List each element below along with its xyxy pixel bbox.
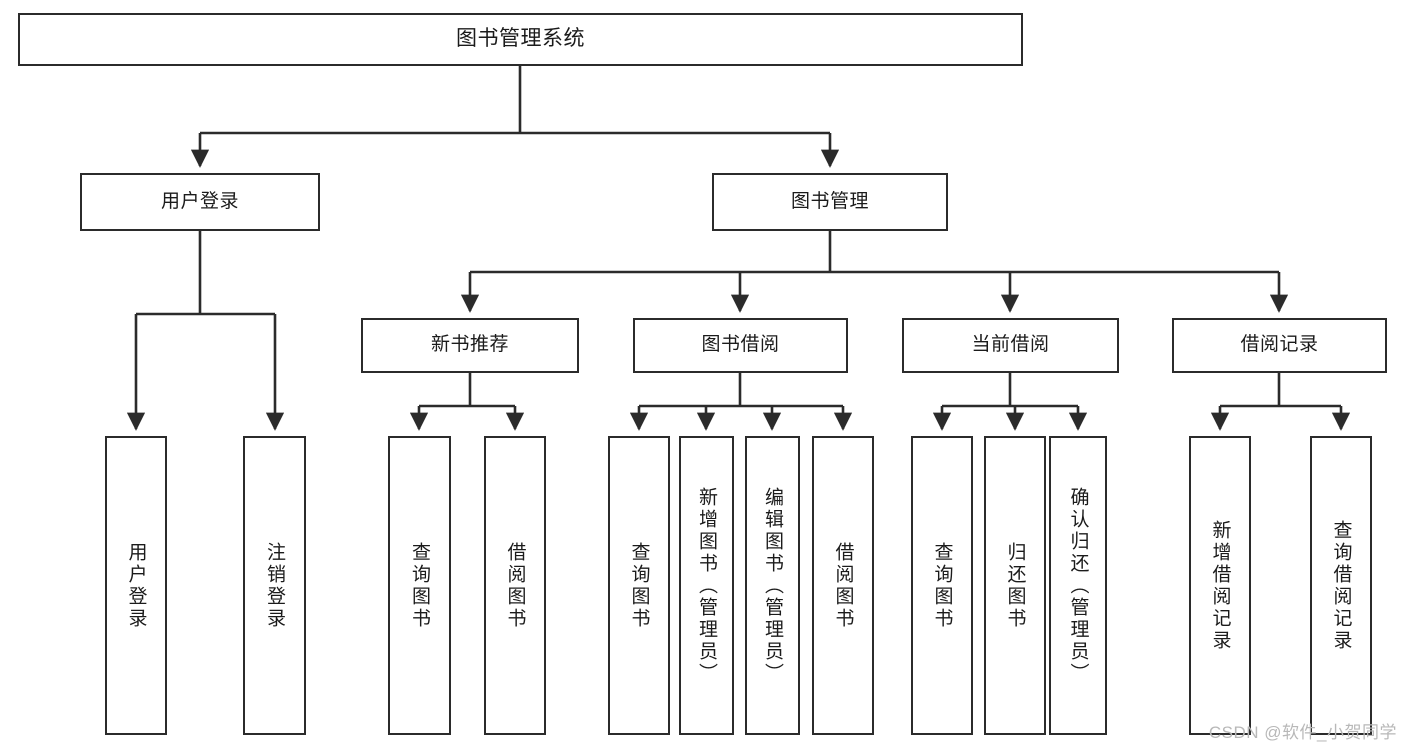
node-leaf-query-book-2-label: 查询图书	[628, 541, 650, 630]
node-leaf-edit-book[interactable]: 编辑图书（管理员）	[745, 436, 800, 735]
node-book-borrow-label: 图书借阅	[701, 334, 780, 356]
node-root[interactable]: 图书管理系统	[18, 13, 1023, 66]
node-leaf-confirm-return-label: 确认归还（管理员）	[1067, 486, 1089, 685]
node-user-login[interactable]: 用户登录	[80, 173, 320, 231]
node-leaf-borrow-book-2[interactable]: 借阅图书	[812, 436, 874, 735]
node-borrow-record[interactable]: 借阅记录	[1172, 318, 1387, 373]
node-leaf-add-borrow-record-label: 新增借阅记录	[1209, 519, 1231, 652]
node-root-label: 图书管理系统	[456, 27, 585, 51]
node-new-book-recommend[interactable]: 新书推荐	[361, 318, 579, 373]
node-leaf-return-book[interactable]: 归还图书	[984, 436, 1046, 735]
node-leaf-return-book-label: 归还图书	[1004, 541, 1026, 630]
node-book-manage[interactable]: 图书管理	[712, 173, 948, 231]
node-leaf-user-login-label: 用户登录	[125, 541, 147, 630]
node-new-book-recommend-label: 新书推荐	[430, 334, 509, 356]
node-user-login-label: 用户登录	[160, 190, 239, 212]
node-book-borrow[interactable]: 图书借阅	[633, 318, 848, 373]
node-borrow-record-label: 借阅记录	[1240, 334, 1319, 356]
node-leaf-borrow-book-2-label: 借阅图书	[832, 541, 854, 630]
node-leaf-query-book-1[interactable]: 查询图书	[388, 436, 451, 735]
node-leaf-user-logout[interactable]: 注销登录	[243, 436, 306, 735]
node-leaf-borrow-book-1-label: 借阅图书	[504, 541, 526, 630]
node-leaf-query-borrow-record[interactable]: 查询借阅记录	[1310, 436, 1372, 735]
node-current-borrow-label: 当前借阅	[971, 334, 1050, 356]
node-leaf-add-book-label: 新增图书（管理员）	[696, 486, 717, 685]
node-current-borrow[interactable]: 当前借阅	[902, 318, 1119, 373]
node-leaf-user-logout-label: 注销登录	[264, 541, 285, 630]
node-leaf-user-login[interactable]: 用户登录	[105, 436, 167, 735]
node-leaf-query-book-2[interactable]: 查询图书	[608, 436, 670, 735]
node-leaf-query-book-3-label: 查询图书	[931, 541, 953, 630]
node-leaf-query-borrow-record-label: 查询借阅记录	[1330, 519, 1352, 652]
node-leaf-confirm-return[interactable]: 确认归还（管理员）	[1049, 436, 1107, 735]
csdn-watermark: CSDN @软件_小贺同学	[1208, 723, 1397, 742]
node-leaf-add-borrow-record[interactable]: 新增借阅记录	[1189, 436, 1251, 735]
node-leaf-borrow-book-1[interactable]: 借阅图书	[484, 436, 546, 735]
node-leaf-query-book-3[interactable]: 查询图书	[911, 436, 973, 735]
node-leaf-add-book[interactable]: 新增图书（管理员）	[679, 436, 734, 735]
node-leaf-query-book-1-label: 查询图书	[409, 541, 430, 630]
node-book-manage-label: 图书管理	[790, 190, 869, 212]
node-leaf-edit-book-label: 编辑图书（管理员）	[762, 486, 783, 685]
